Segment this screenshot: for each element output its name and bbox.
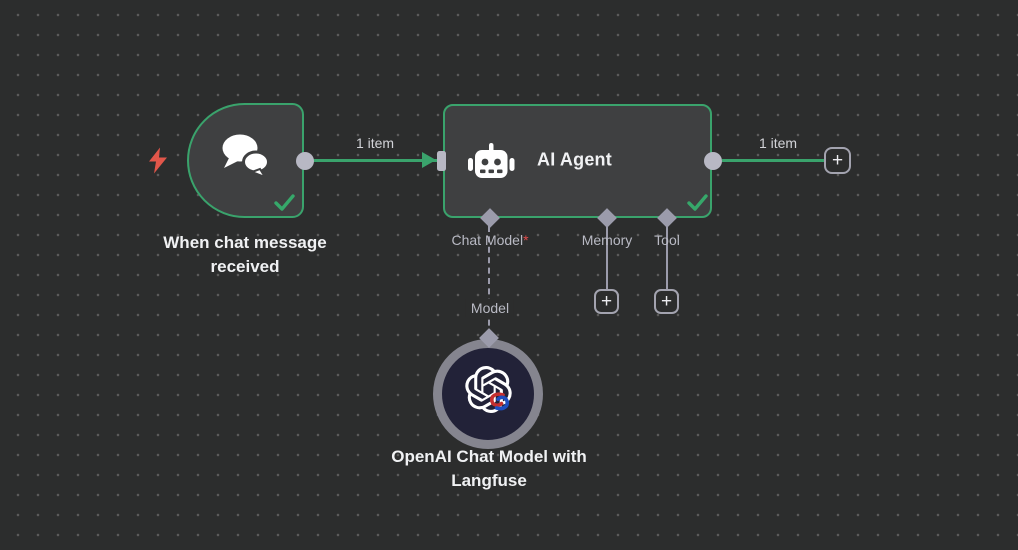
connection-trigger-to-agent[interactable]: [305, 159, 437, 162]
connection-chat-model[interactable]: [487, 226, 490, 336]
memory-endpoint-label: Memory: [581, 232, 633, 248]
langfuse-icon: [489, 392, 510, 411]
connection-agent-output[interactable]: [722, 159, 824, 162]
agent-output-port[interactable]: [704, 152, 722, 170]
connection-arrowhead: [422, 152, 436, 168]
node-openai-chat-model[interactable]: [433, 339, 543, 449]
node-ai-agent[interactable]: AI Agent: [443, 104, 712, 218]
node-title-ai-agent: AI Agent: [537, 149, 612, 170]
tool-endpoint-label: Tool: [654, 232, 680, 248]
node-title-openai-chat-model: OpenAI Chat Model with Langfuse: [391, 447, 587, 490]
node-title-when-chat-message-received: When chat message received: [163, 233, 327, 276]
trigger-output-port[interactable]: [296, 152, 314, 170]
connection-item-count: 1 item: [355, 135, 395, 151]
chat-model-endpoint-label: Chat Model*: [451, 232, 528, 248]
chat-bubbles-icon: [222, 134, 270, 178]
robot-icon: [468, 143, 515, 178]
connection-item-count: 1 item: [758, 135, 798, 151]
add-memory-button[interactable]: +: [594, 289, 619, 314]
required-marker: *: [523, 232, 529, 248]
memory-connection-stub: [605, 224, 608, 290]
lightning-bolt-icon: [149, 147, 167, 174]
model-connection-label: Model: [465, 299, 515, 317]
add-tool-button[interactable]: +: [654, 289, 679, 314]
tool-connection-stub: [665, 224, 668, 290]
add-node-button[interactable]: +: [824, 147, 851, 174]
chat-model-label-text: Chat Model: [451, 232, 524, 248]
success-checkmark-icon: [274, 194, 295, 211]
agent-input-port[interactable]: [437, 151, 446, 171]
node-when-chat-message-received[interactable]: [187, 103, 304, 218]
openai-logo-icon: [465, 366, 512, 413]
success-checkmark-icon: [687, 194, 708, 211]
